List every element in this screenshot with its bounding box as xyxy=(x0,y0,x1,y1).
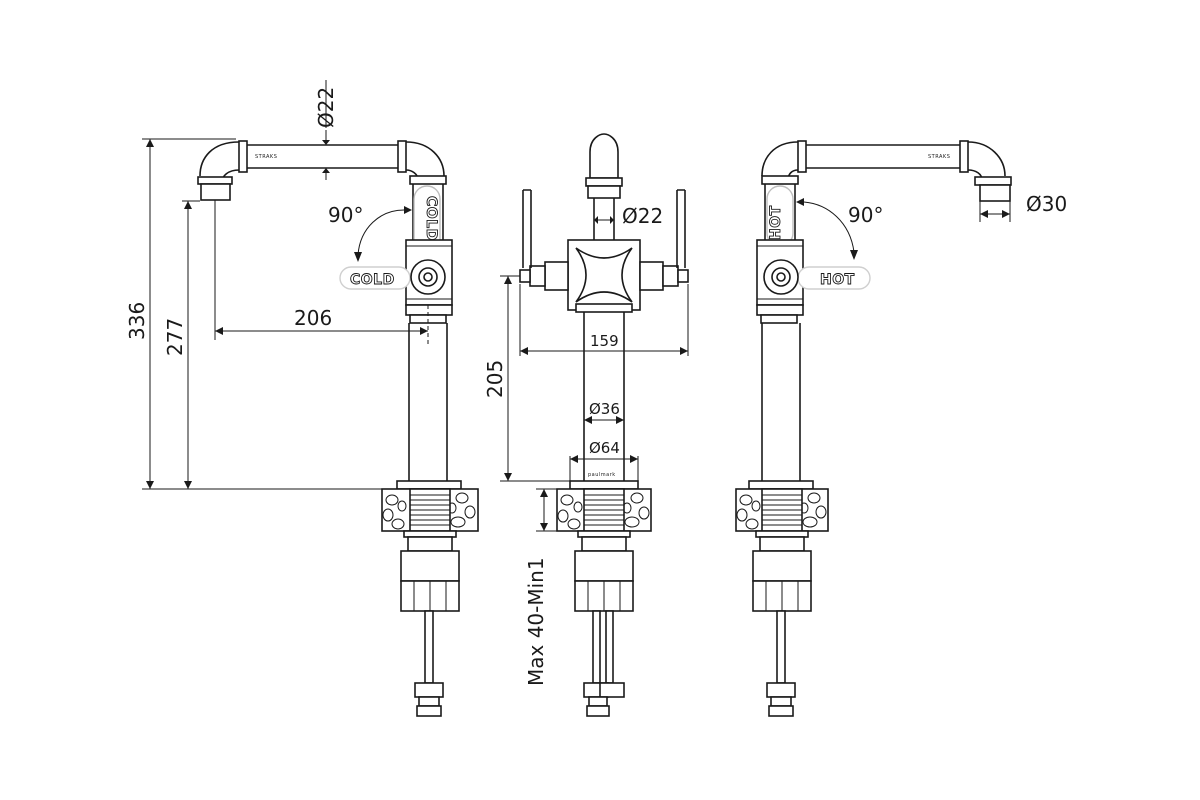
cold-label-horizontal: COLD xyxy=(350,272,395,288)
handle-span-text: 159 xyxy=(590,332,619,350)
right-mounting xyxy=(735,488,829,717)
left-mounting xyxy=(381,488,479,717)
right-dimensions: Ø30 xyxy=(979,192,1067,222)
middle-mounting xyxy=(556,488,652,717)
middle-dimensions: Ø22 159 205 Ø36 Ø64 Max 40-Min1 xyxy=(483,200,689,686)
body-diameter-text: Ø36 xyxy=(589,400,620,418)
brand-base: paulmark xyxy=(588,472,616,478)
rotation-right-text: 90° xyxy=(848,203,883,227)
overall-height-text: 336 xyxy=(125,302,149,340)
rotation-left-text: 90° xyxy=(328,203,363,227)
spout-height-text: 277 xyxy=(163,318,187,356)
hot-label-vertical: HOT xyxy=(768,205,784,240)
mounting-thickness-text: Max 40-Min1 xyxy=(524,557,548,686)
brand-left: STRAKS xyxy=(255,154,277,160)
spout-reach-text: 206 xyxy=(294,306,332,330)
outlet-diameter-text: Ø30 xyxy=(1026,192,1067,216)
cold-label-vertical: COLD xyxy=(423,196,439,241)
body-height-text: 205 xyxy=(483,360,507,398)
stem-diameter-text: Ø22 xyxy=(622,204,663,228)
right-view: STRAKS HOT HOT 90° xyxy=(748,140,1012,490)
base-diameter-text: Ø64 xyxy=(589,439,620,457)
left-dimensions: Ø22 336 277 206 xyxy=(125,80,428,490)
left-view: STRAKS COLD COLD xyxy=(197,140,462,490)
hot-label-horizontal: HOT xyxy=(820,272,855,288)
brand-right: STRAKS xyxy=(928,154,950,160)
middle-view: paulmark xyxy=(519,133,689,490)
spout-diameter-text: Ø22 xyxy=(314,87,338,128)
